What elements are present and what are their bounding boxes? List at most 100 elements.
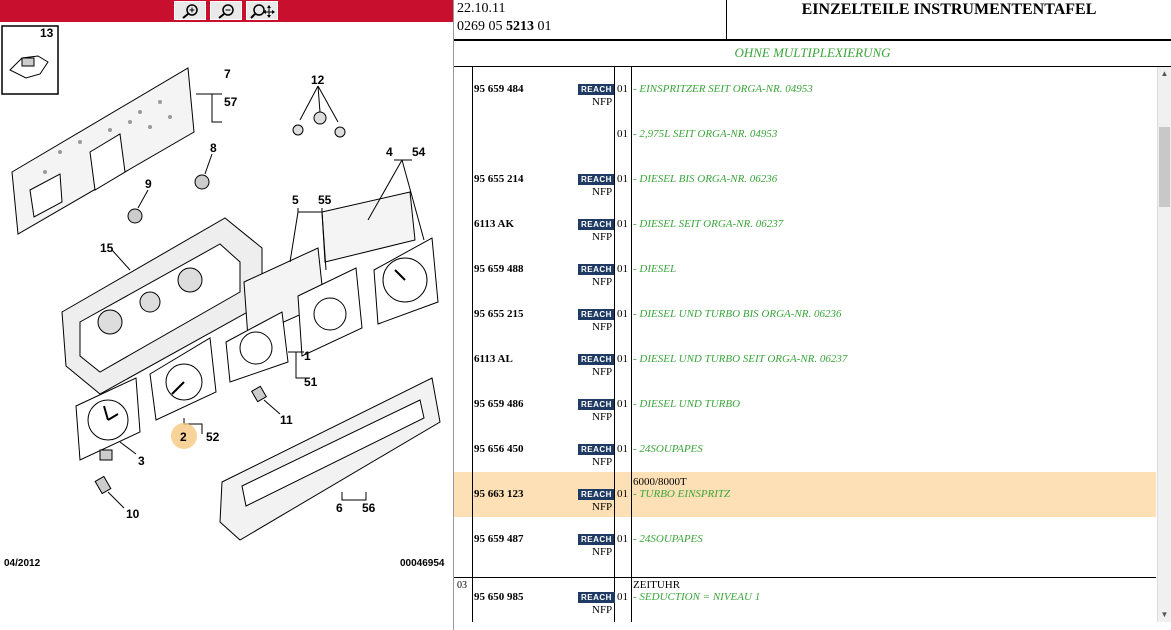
quantity: 01 bbox=[617, 488, 628, 500]
callout-4[interactable]: 4 bbox=[386, 145, 393, 159]
reach-badge: REACH bbox=[578, 592, 615, 603]
reach-badge: REACH bbox=[578, 84, 615, 95]
callout-12[interactable]: 12 bbox=[311, 73, 325, 87]
row-note: ZEITUHR bbox=[633, 579, 681, 591]
callout-56[interactable]: 56 bbox=[362, 501, 376, 515]
nfp-label: NFP bbox=[592, 366, 613, 378]
quantity: 01 bbox=[617, 83, 628, 95]
part-number[interactable]: 95 655 214 bbox=[474, 173, 524, 185]
callout-55[interactable]: 55 bbox=[318, 193, 332, 207]
zoom-out-button[interactable] bbox=[210, 1, 242, 20]
part-number[interactable]: 95 650 985 bbox=[474, 591, 524, 603]
part-number[interactable]: 95 659 488 bbox=[474, 263, 524, 275]
parts-header: 22.10.11 0269 05 5213 01 EINZELTEILE INS… bbox=[454, 0, 1171, 41]
zoom-in-button[interactable] bbox=[174, 1, 206, 20]
zoom-move-icon bbox=[250, 4, 275, 19]
nfp-label: NFP bbox=[592, 456, 613, 468]
callout-8[interactable]: 8 bbox=[210, 141, 217, 155]
part-number[interactable]: 95 656 450 bbox=[474, 443, 524, 455]
callout-57[interactable]: 57 bbox=[224, 95, 238, 109]
scrollbar-thumb[interactable] bbox=[1159, 127, 1170, 207]
part-number[interactable]: 6113 AK bbox=[474, 218, 515, 230]
part-number[interactable]: 95 663 123 bbox=[474, 488, 524, 500]
zoom-toolbar bbox=[0, 0, 453, 22]
table-row[interactable]: 01 - 2,975L SEIT ORGA-NR. 04953 bbox=[454, 112, 1156, 157]
callout-7[interactable]: 7 bbox=[224, 67, 231, 81]
callout-1[interactable]: 1 bbox=[304, 349, 311, 363]
part-number[interactable]: 95 659 484 bbox=[474, 83, 524, 95]
quantity: 01 bbox=[617, 398, 628, 410]
part-description: - DIESEL UND TURBO SEIT ORGA-NR. 06237 bbox=[633, 353, 848, 365]
reach-badge: REACH bbox=[578, 219, 615, 230]
quantity: 01 bbox=[617, 263, 628, 275]
part-number[interactable]: 95 655 215 bbox=[474, 308, 524, 320]
diagram-pane: 13 7 57 12 8 9 1 bbox=[0, 0, 454, 630]
nfp-label: NFP bbox=[592, 501, 613, 513]
nfp-label: NFP bbox=[592, 231, 613, 243]
callout-6[interactable]: 6 bbox=[336, 501, 343, 515]
callout-9[interactable]: 9 bbox=[145, 177, 152, 191]
callout-2[interactable]: 2 bbox=[180, 430, 187, 444]
page-title: EINZELTEILE INSTRUMENTENTAFEL bbox=[801, 1, 1097, 18]
callout-13[interactable]: 13 bbox=[40, 26, 54, 40]
reach-badge: REACH bbox=[578, 264, 615, 275]
reach-badge: REACH bbox=[578, 354, 615, 365]
reach-badge: REACH bbox=[578, 489, 615, 500]
part-description: - EINSPRITZER SEIT ORGA-NR. 04953 bbox=[633, 83, 813, 95]
part-description: - DIESEL UND TURBO bbox=[633, 398, 741, 410]
part-description: - DIESEL UND TURBO BIS ORGA-NR. 06236 bbox=[633, 308, 842, 320]
header-divider bbox=[726, 0, 727, 39]
callout-11[interactable]: 11 bbox=[280, 413, 293, 427]
callout-10[interactable]: 10 bbox=[126, 507, 140, 521]
part-number[interactable]: 95 659 487 bbox=[474, 533, 524, 545]
group-separator bbox=[454, 577, 1156, 578]
quantity: 01 bbox=[617, 308, 628, 320]
column-divider bbox=[631, 67, 632, 622]
part-description: - 24SOUPAPES bbox=[633, 443, 703, 455]
zoom-fit-button[interactable] bbox=[246, 1, 278, 20]
table-row[interactable]: 03 ZEITUHR 95 650 985 REACH NFP 01 - SED… bbox=[454, 577, 1156, 622]
vertical-scrollbar[interactable]: ▲ ▼ bbox=[1157, 67, 1171, 622]
part-description: - DIESEL bbox=[633, 263, 677, 275]
header-date: 22.10.11 bbox=[457, 1, 506, 16]
reach-badge: REACH bbox=[578, 399, 615, 410]
part-number[interactable]: 6113 AL bbox=[474, 353, 513, 365]
header-reference: 0269 05 5213 01 bbox=[457, 19, 552, 34]
callout-52[interactable]: 52 bbox=[206, 430, 220, 444]
reach-badge: REACH bbox=[578, 534, 615, 545]
quantity: 01 bbox=[617, 591, 628, 603]
scroll-down-icon[interactable]: ▼ bbox=[1160, 610, 1169, 619]
callout-51[interactable]: 51 bbox=[304, 375, 318, 389]
reach-badge: REACH bbox=[578, 444, 615, 455]
callout-3[interactable]: 3 bbox=[138, 454, 145, 468]
nfp-label: NFP bbox=[592, 276, 613, 288]
part-description: - 2,975L SEIT ORGA-NR. 04953 bbox=[633, 128, 778, 140]
scroll-up-icon[interactable]: ▲ bbox=[1160, 69, 1169, 78]
part-number[interactable]: 95 659 486 bbox=[474, 398, 524, 410]
part-description: - DIESEL SEIT ORGA-NR. 06237 bbox=[633, 218, 784, 230]
column-divider bbox=[614, 67, 615, 622]
callout-54[interactable]: 54 bbox=[412, 145, 426, 159]
quantity: 01 bbox=[617, 173, 628, 185]
diagram-date: 04/2012 bbox=[4, 558, 41, 569]
part-description: - DIESEL BIS ORGA-NR. 06236 bbox=[633, 173, 778, 185]
callout-5[interactable]: 5 bbox=[292, 193, 299, 207]
nfp-label: NFP bbox=[592, 604, 613, 616]
callout-15[interactable]: 15 bbox=[100, 241, 114, 255]
row-note: 6000/8000T bbox=[633, 476, 687, 488]
parts-pane: 22.10.11 0269 05 5213 01 EINZELTEILE INS… bbox=[454, 0, 1171, 630]
quantity: 01 bbox=[617, 128, 628, 140]
part-description: - 24SOUPAPES bbox=[633, 533, 703, 545]
reach-badge: REACH bbox=[578, 174, 615, 185]
